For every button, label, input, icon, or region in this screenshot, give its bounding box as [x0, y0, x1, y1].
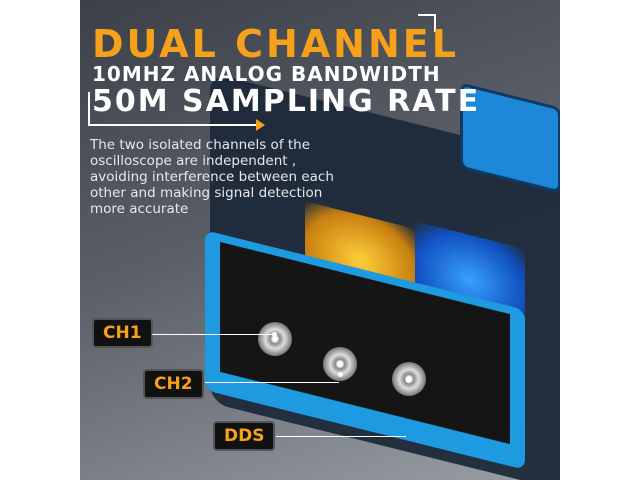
ch2-label: CH2 [143, 369, 204, 399]
ch1-label: CH1 [92, 318, 153, 348]
subheadline-bandwidth: 10MHZ ANALOG BANDWIDTH [92, 62, 441, 86]
subheadline-sampling: 50M SAMPLING RATE [92, 84, 481, 119]
dds-dot [406, 378, 411, 383]
corner-bracket-decoration [418, 14, 436, 32]
ch2-leader-line [205, 382, 339, 383]
bracket-arrow-line [88, 92, 258, 126]
arrow-icon [256, 119, 265, 131]
dds-label: DDS [213, 421, 276, 451]
ch1-dot [272, 332, 277, 337]
headline: DUAL CHANNEL [92, 22, 459, 66]
product-image: DUAL CHANNEL 10MHZ ANALOG BANDWIDTH 50M … [80, 0, 560, 480]
ch1-leader-line [152, 334, 272, 335]
description: The two isolated channels of the oscillo… [90, 137, 334, 217]
ch2-dot [338, 372, 343, 377]
ch1-bnc-port [258, 322, 292, 356]
dds-leader-line [276, 436, 406, 437]
